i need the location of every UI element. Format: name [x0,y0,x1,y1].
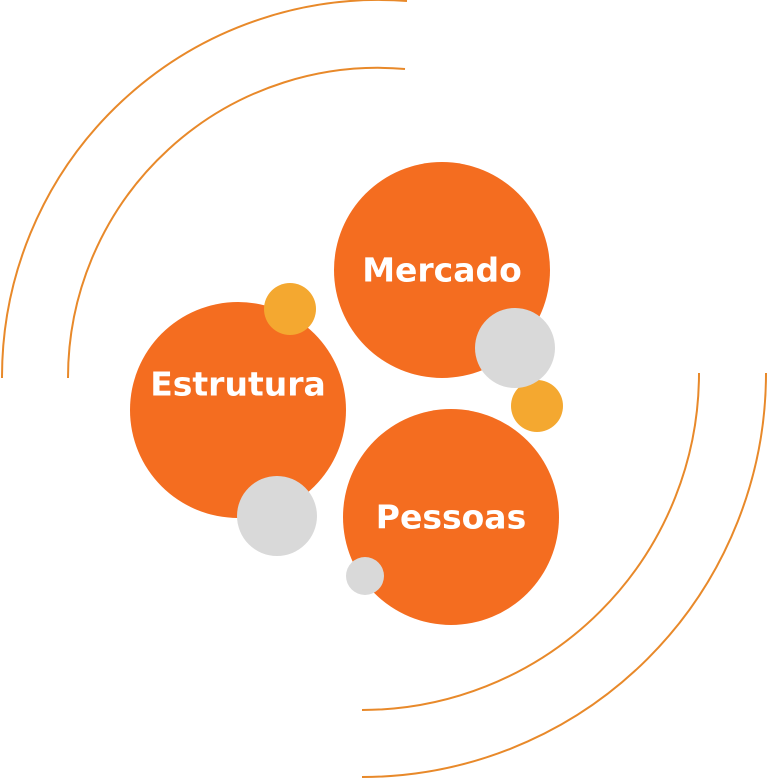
accent-dot [264,283,316,335]
outer-arc-top-left [0,0,408,379]
inner-arc-top-left [67,66,406,379]
accent-dot [511,380,563,432]
gray-dot [346,557,384,595]
inner-arc-bottom-right [361,372,700,711]
gray-dot [475,308,555,388]
gray-dot [237,476,317,556]
outer-arc-bottom-right [361,372,767,778]
pessoas-circle [343,409,559,625]
estrutura-label: Estrutura [150,365,326,404]
mercado-label: Mercado [362,251,522,290]
pessoas-label: Pessoas [376,498,526,537]
estrutura-circle [130,302,346,518]
